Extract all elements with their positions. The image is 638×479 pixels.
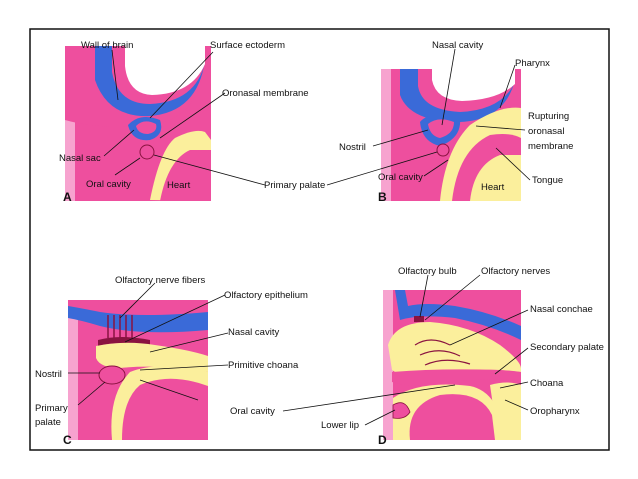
label-oral-cavity-cd: Oral cavity — [230, 406, 275, 417]
label-primary-1: Primary — [35, 403, 68, 414]
panel-a-cut-face — [65, 46, 75, 201]
label-primary-2: palate — [35, 417, 61, 428]
label-olfactory-nerve-fibers: Olfactory nerve fibers — [115, 275, 206, 286]
label-lower-lip: Lower lip — [321, 420, 359, 431]
label-olfactory-nerves: Olfactory nerves — [481, 266, 550, 277]
label-primary-palate: Primary palate — [264, 180, 325, 191]
label-primitive-choana: Primitive choana — [228, 360, 299, 371]
leader-lines — [68, 48, 531, 426]
label-nostril-c: Nostril — [35, 369, 62, 380]
panel-c-olfactory-nerve-fibers — [107, 315, 133, 338]
panel-c-primary-palate — [98, 365, 126, 385]
label-surface-ectoderm: Surface ectoderm — [210, 40, 285, 51]
panel-c-nasal-cavity — [96, 342, 208, 372]
panel-c-letter: C — [63, 433, 72, 447]
panel-c-cut-face — [68, 300, 78, 440]
panel-a-nasal-sac-lumen — [136, 121, 157, 134]
panel-d-brain-top — [405, 290, 521, 326]
panel-d-letter: D — [378, 433, 387, 447]
label-tongue: Tongue — [532, 175, 563, 186]
panel-c-brain-top — [68, 300, 208, 315]
panel-a-heart-bulge — [160, 150, 211, 201]
label-secondary-palate: Secondary palate — [530, 342, 604, 353]
panel-b — [381, 69, 521, 201]
label-oral-cavity-a: Oral cavity — [86, 179, 131, 190]
panel-b-tongue-inner — [470, 155, 521, 201]
label-heart-a: Heart — [167, 180, 191, 191]
panel-d-secondary-palate — [392, 369, 521, 386]
label-nasal-conchae: Nasal conchae — [530, 304, 593, 315]
label-nasal-cavity-c: Nasal cavity — [228, 327, 279, 338]
panel-d-oropharynx — [490, 382, 521, 440]
panel-a-primary-palate-knob — [139, 144, 155, 160]
panel-b-cut-face — [381, 69, 391, 201]
panel-b-letter: B — [378, 190, 387, 204]
panel-a — [65, 46, 211, 201]
panel-c-tongue — [122, 378, 208, 440]
panel-d-nasal-cavity — [388, 322, 521, 378]
panel-b-nasal-lumen — [428, 119, 454, 138]
label-nasal-cavity-b: Nasal cavity — [432, 40, 483, 51]
panel-d-cut-face — [383, 290, 393, 440]
panel-d-nasal-conchae — [414, 339, 471, 366]
panel-a-letter: A — [63, 190, 72, 204]
panel-b-brain-inner — [432, 69, 515, 101]
panel-d — [383, 290, 521, 440]
label-rupturing-3: membrane — [528, 141, 573, 152]
label-oropharynx: Oropharynx — [530, 406, 580, 417]
panel-b-primary-palate-knob — [436, 143, 450, 157]
label-nostril-b: Nostril — [339, 142, 366, 153]
label-nasal-sac: Nasal sac — [59, 153, 101, 164]
label-oronasal-membrane: Oronasal membrane — [222, 88, 309, 99]
panel-d-lower-lip — [392, 402, 411, 419]
label-oral-cavity-b: Oral cavity — [378, 172, 423, 183]
panel-c — [68, 300, 208, 440]
label-rupturing-2: oronasal — [528, 126, 564, 137]
label-wall-of-brain: Wall of brain — [81, 40, 133, 51]
label-olfactory-epithelium: Olfactory epithelium — [224, 290, 308, 301]
label-rupturing-1: Rupturing — [528, 111, 569, 122]
label-heart-b: Heart — [481, 182, 505, 193]
panel-a-brain-inner — [125, 46, 205, 95]
panel-d-olfactory-bulb — [414, 316, 424, 322]
label-pharynx: Pharynx — [515, 58, 550, 69]
label-choana: Choana — [530, 378, 564, 389]
panel-d-tongue — [409, 394, 495, 440]
label-olfactory-bulb: Olfactory bulb — [398, 266, 457, 277]
